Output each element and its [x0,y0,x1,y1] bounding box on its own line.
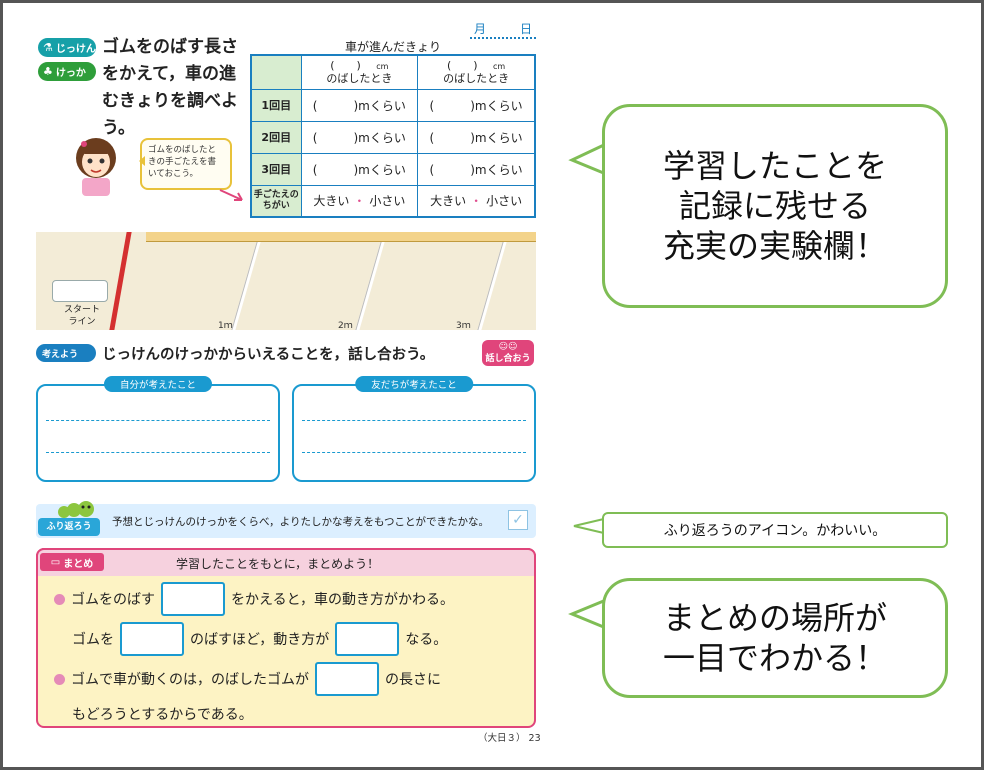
column-header: ( )cm のばしたとき [417,54,536,90]
speech-bubble: ゴムをのばしたときの手ごたえを書いておこう。 [139,138,232,190]
callout-tail [568,142,607,176]
distance-input-cell[interactable]: ( )mくらい [417,120,536,154]
talk-tag: ☺☺ 話し合おう [482,340,534,366]
book-icon: ▭ [50,556,61,568]
reflect-text: 予想とじっけんのけっかをくらべ，よりたしかな考えをもつことができたかな。 [112,516,490,528]
callout-summary: まとめの場所が 一目でわかる！ [602,578,948,698]
reflect-tag: ふり返ろう [38,518,100,536]
self-notes-header: 自分が考えたこと [103,376,213,392]
distance-input-cell[interactable]: ( )mくらい [300,152,419,186]
summary-tag: ▭ まとめ [40,553,104,571]
bullet-icon [54,593,65,605]
table-corner [250,54,302,90]
lead-text: ゴムをのばす長さをかえて，車の進むきょりを調べよう。 [102,37,238,138]
row-label: 2回目 [250,120,302,154]
discuss-prompt: じっけんのけっかからいえることを，話し合おう。 [102,347,435,363]
summary-line-4: もどろうとするからである。 [72,707,253,723]
experiment-tag: ⚗ じっけん [38,38,96,57]
column-header-text: のばしたとき [443,71,510,85]
date-day: 日 [519,22,532,36]
self-notes-box[interactable]: 自分が考えたこと [36,376,280,482]
result-tag-label: けっか [55,68,86,79]
think-tag: 考えよう [36,344,96,362]
distance-input-cell[interactable]: ( )mくらい [300,120,419,154]
experiment-tag-label: じっけん [55,44,96,55]
talk-faces-icon: ☺☺ [498,342,518,352]
distance-input-cell[interactable]: ( )mくらい [417,88,536,122]
flask-icon: ⚗ [43,41,53,54]
meter-label: 3ｍ [456,321,471,331]
meter-label: 2ｍ [338,321,353,331]
summary-line-2: ゴムを のばすほど，動き方が なる。 [72,622,447,656]
girl-avatar-icon [76,138,116,196]
toy-car-icon [52,280,108,302]
date-field: 月 日 [470,20,536,39]
blank-input[interactable] [120,622,184,656]
row-label-feel: 手ごたえのちがい [250,184,302,218]
column-header-text: のばしたとき [326,71,393,85]
column-header: ( )cm のばしたとき [300,54,419,90]
caterpillar-icon [58,501,94,518]
summary-line-1: ゴムをのばす をかえると，車の動き方がかわる。 [54,582,454,616]
meter-label: 1ｍ [218,321,233,331]
table-row: 3回目 ( )mくらい ( )mくらい [250,152,536,186]
summary-heading: 学習したことをもとに，まとめよう！ [176,557,380,571]
blank-input[interactable] [315,662,379,696]
friend-notes-header: 友だちが考えたこと [355,376,473,392]
callout-reflect-icon: ふり返ろうのアイコン。かわいい。 [602,512,948,548]
summary-panel [36,548,536,728]
callout-record: 学習したことを 記録に残せる 充実の実験欄！ [602,104,948,308]
distance-input-cell[interactable]: ( )mくらい [300,88,419,122]
table-row: 1回目 ( )mくらい ( )mくらい [250,88,536,122]
feel-choice-cell[interactable]: 大きい・小さい [417,184,536,218]
summary-line-3: ゴムで車が動くのは，のばしたゴムが の長さに [54,662,441,696]
reflect-checkbox[interactable]: ✓ [508,510,528,530]
record-table: ( )cm のばしたとき ( )cm のばしたとき 1回目 ( )mくらい ( … [250,54,536,218]
date-month: 月 [474,22,487,36]
summary-header-bar [36,548,536,576]
pink-arrow-icon [219,189,243,201]
table-row: 手ごたえのちがい 大きい・小さい 大きい・小さい [250,184,536,218]
callout-tail [573,517,609,535]
table-title: 車が進んだきょり [344,40,441,54]
feel-choice-cell[interactable]: 大きい・小さい [300,184,419,218]
friend-notes-box[interactable]: 友だちが考えたこと [292,376,536,482]
page-footer: （大日３） 23 [478,733,541,744]
blank-input[interactable] [161,582,225,616]
table-row: 2回目 ( )mくらい ( )mくらい [250,120,536,154]
row-label: 3回目 [250,152,302,186]
blank-input[interactable] [335,622,400,656]
tree-icon: ♣ [43,65,53,78]
distance-input-cell[interactable]: ( )mくらい [417,152,536,186]
ruler [146,232,536,242]
callout-tail [568,598,607,630]
bullet-icon [54,673,65,685]
reflect-bar [36,504,536,538]
result-tag: ♣ けっか [38,62,96,81]
start-line-label: スタートライン [63,305,100,327]
row-label: 1回目 [250,88,302,122]
